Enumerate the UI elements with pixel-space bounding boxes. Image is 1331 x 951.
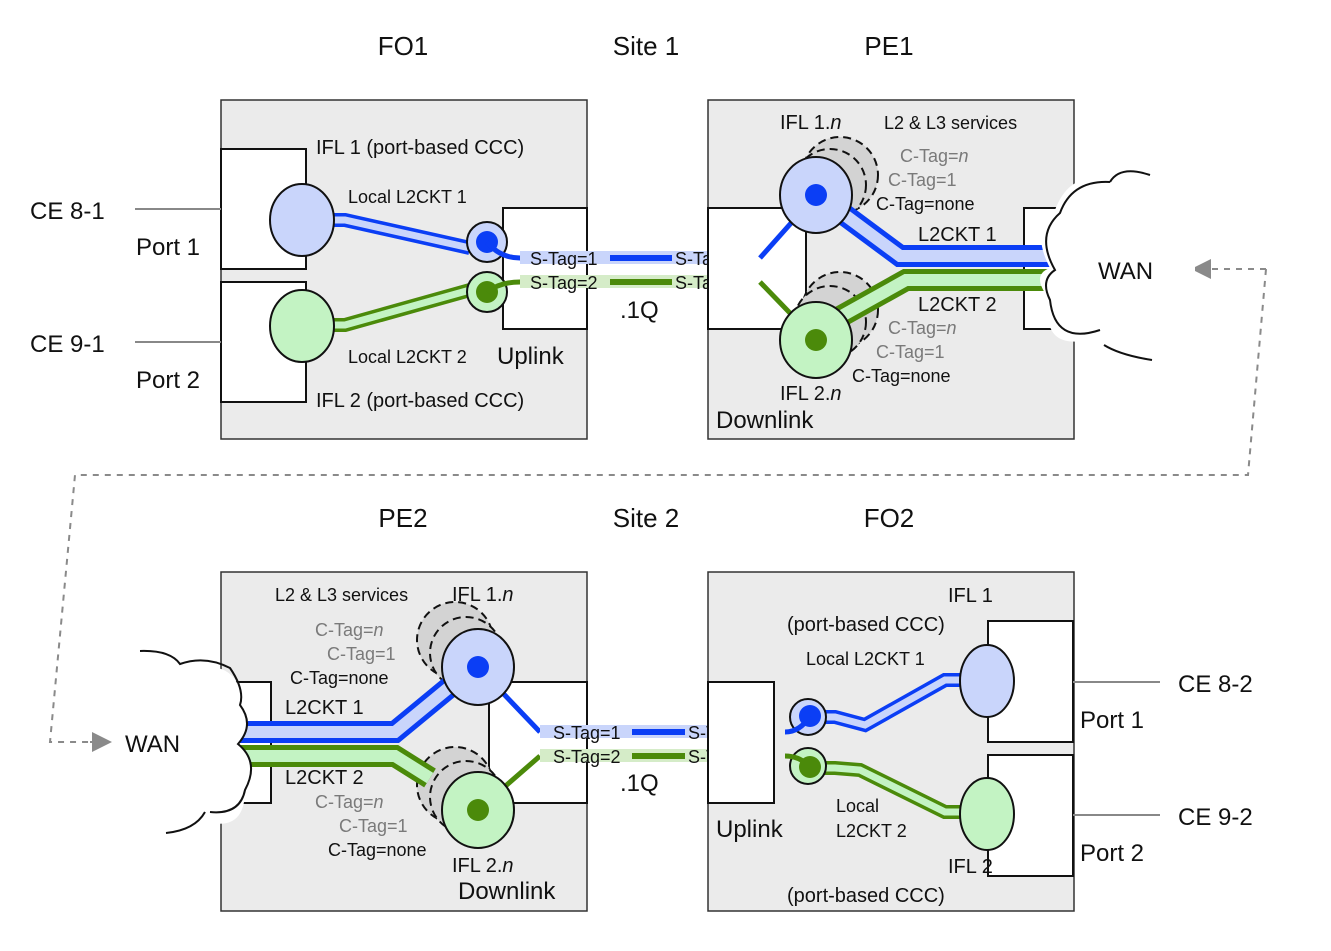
pe2-ctag-n: C-Tag=n [315, 620, 384, 640]
pe1-ctag-n: C-Tag=n [900, 146, 969, 166]
ce-9-2-label: CE 9-2 [1178, 804, 1253, 831]
pe2-l2ckt2-label: L2CKT 2 [285, 767, 364, 789]
fo2-uplink-port[interactable] [707, 681, 775, 804]
ce-8-1-label: CE 8-1 [30, 198, 105, 225]
pe2-ctag2-n: C-Tag=n [315, 792, 384, 812]
fo2-ifl2-label: IFL 2 [948, 856, 993, 878]
fo1-local-l2ckt2: Local L2CKT 2 [348, 347, 467, 367]
dot1q-label-2: .1Q [620, 770, 659, 797]
fo1-device [135, 99, 588, 440]
pe2-downlink-label: Downlink [458, 878, 556, 905]
fo2-ifl1-sublabel: (port-based CCC) [787, 614, 945, 636]
pe1-wan-label: WAN [1098, 258, 1153, 285]
pe2-ctag2-1: C-Tag=1 [339, 816, 408, 836]
fo2-port1-label: Port 1 [1080, 707, 1144, 734]
site1-dot1q-link [520, 251, 760, 288]
pe2-ifl1n-label: IFL 1.n [452, 584, 514, 606]
fo1-uplink-label: Uplink [497, 343, 565, 370]
pe2-downlink-port[interactable] [488, 681, 588, 804]
fo1-ifl1-label: IFL 1 (port-based CCC) [316, 137, 524, 159]
fo1-local-l2ckt1: Local L2CKT 1 [348, 187, 467, 207]
fo2-ifl2-circle[interactable] [959, 777, 1015, 851]
pe2-ifl2n-label: IFL 2.n [452, 855, 514, 877]
fo2-ifl2-sublabel: (port-based CCC) [787, 885, 945, 907]
pe2-title: PE2 [378, 503, 427, 533]
fo2-ifl1-label: IFL 1 [948, 585, 993, 607]
fo2-local-label: Local [836, 796, 879, 816]
s-tag-1-pe2: S-Tag=1 [553, 723, 621, 743]
s-tag-1-fo1: S-Tag=1 [530, 249, 598, 269]
pe1-ctag2-1: C-Tag=1 [876, 342, 945, 362]
fo1-port1-label: Port 1 [136, 234, 200, 261]
site2-title: Site 2 [613, 503, 680, 533]
pe1-device [707, 99, 1195, 440]
pe2-ctag-1: C-Tag=1 [327, 644, 396, 664]
pe2-ctag-none: C-Tag=none [290, 668, 389, 688]
fo1-ifl2-circle[interactable] [269, 289, 335, 363]
pe2-wan-cloud [139, 649, 253, 814]
fo1-ifl2-label: IFL 2 (port-based CCC) [316, 390, 524, 412]
ce-8-2-label: CE 8-2 [1178, 671, 1253, 698]
pe1-ctag2-n: C-Tag=n [888, 318, 957, 338]
fo2-ifl1-circle[interactable] [959, 644, 1015, 718]
pe1-wan-cloud [1045, 180, 1111, 335]
fo2-title: FO2 [864, 503, 915, 533]
fo2-device [707, 571, 1160, 912]
site1-title: Site 1 [613, 31, 680, 61]
pe1-ifl1n-label: IFL 1.n [780, 112, 842, 134]
pe1-ifl2n-label: IFL 2.n [780, 383, 842, 405]
ce-9-1-label: CE 9-1 [30, 331, 105, 358]
s-tag-2-fo1: S-Tag=2 [530, 273, 598, 293]
fo1-ifl1-circle[interactable] [269, 183, 335, 257]
fo2-l2ckt2-label: L2CKT 2 [836, 821, 907, 841]
fo1-uplink-port[interactable] [502, 207, 588, 330]
s-tag-2-pe2: S-Tag=2 [553, 747, 621, 767]
fo2-local-l2ckt1: Local L2CKT 1 [806, 649, 925, 669]
pe1-ctag2-none: C-Tag=none [852, 366, 951, 386]
pe2-wan-label: WAN [125, 731, 180, 758]
dot1q-label-1: .1Q [620, 297, 659, 324]
pe1-title: PE1 [864, 31, 913, 61]
fo2-port2-label: Port 2 [1080, 840, 1144, 867]
pe1-ctag-1: C-Tag=1 [888, 170, 957, 190]
fo1-port2-label: Port 2 [136, 367, 200, 394]
pe2-l2ckt1-label: L2CKT 1 [285, 697, 364, 719]
wan-link-dotted [48, 268, 1267, 743]
pe1-services-label: L2 & L3 services [884, 113, 1017, 133]
pe2-ctag2-none: C-Tag=none [328, 840, 427, 860]
pe1-l2ckt1-label: L2CKT 1 [918, 224, 997, 246]
pe2-services-label: L2 & L3 services [275, 585, 408, 605]
pe1-downlink-label: Downlink [716, 407, 814, 434]
fo2-uplink-label: Uplink [716, 816, 784, 843]
pe1-ctag-none: C-Tag=none [876, 194, 975, 214]
pe1-l2ckt2-label: L2CKT 2 [918, 294, 997, 316]
fo1-title: FO1 [378, 31, 429, 61]
pe2-device [139, 571, 588, 912]
